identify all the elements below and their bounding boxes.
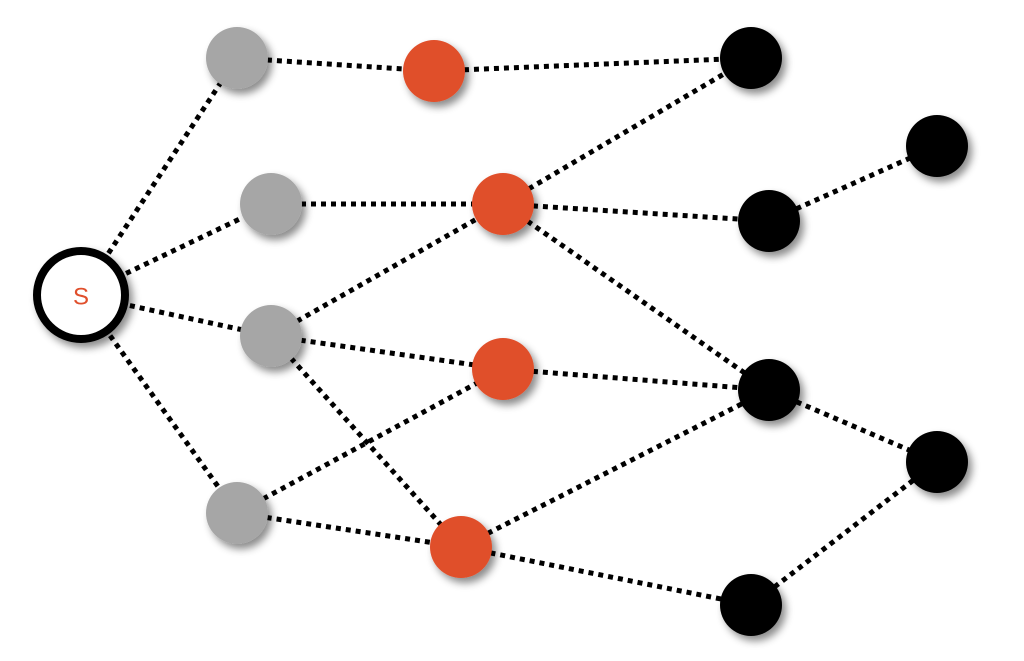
edge-o3-b4 <box>502 366 770 393</box>
black-node-b3 <box>738 190 800 252</box>
source-node <box>33 247 129 343</box>
gray-node-g2 <box>240 173 302 235</box>
orange-node-o4 <box>430 516 492 578</box>
edge-g3-o2 <box>269 201 505 339</box>
edge-g3-o4 <box>269 334 463 549</box>
black-node-b1 <box>720 27 782 89</box>
black-node-b4 <box>738 359 800 421</box>
edge-g4-o4 <box>236 510 462 550</box>
black-node-b5 <box>906 431 968 493</box>
edge-s-g1 <box>78 56 240 297</box>
orange-node-o2 <box>472 173 534 235</box>
edge-o2-b4 <box>501 201 771 393</box>
black-node-b6 <box>720 574 782 636</box>
edge-g4-o3 <box>235 366 505 516</box>
gray-node-g3 <box>240 305 302 367</box>
edge-o1-b1 <box>433 55 752 74</box>
black-node-b2 <box>906 115 968 177</box>
orange-node-o1 <box>403 40 465 102</box>
edge-o2-b1 <box>501 55 753 207</box>
edge-o4-b6 <box>460 544 752 608</box>
edge-g1-o1 <box>236 55 435 74</box>
gray-node-g1 <box>206 27 268 89</box>
edge-o2-b3 <box>502 201 770 224</box>
nodes-layer: S <box>33 27 968 636</box>
gray-node-g4 <box>206 482 268 544</box>
source-node-label: S <box>73 284 89 311</box>
edge-g3-o3 <box>270 333 504 372</box>
edge-b5-b6 <box>749 460 939 607</box>
orange-node-o3 <box>472 338 534 400</box>
edge-o4-b4 <box>459 387 771 550</box>
